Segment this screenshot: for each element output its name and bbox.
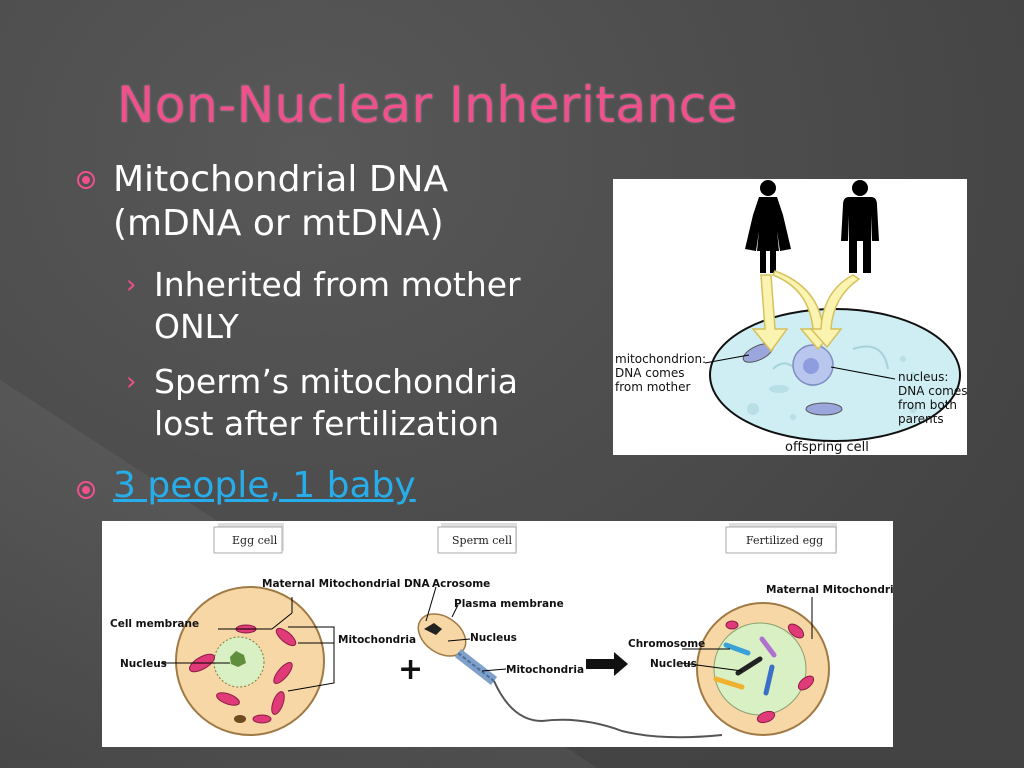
mito-label: mitochondrion: DNA comes from mother — [615, 352, 710, 394]
slide-title: Non-Nuclear Inheritance — [117, 76, 739, 134]
svg-text:Chromosome: Chromosome — [628, 638, 705, 650]
offspring-caption: offspring cell — [785, 440, 869, 455]
bullet-icon — [77, 481, 95, 499]
svg-text:Fertilized egg: Fertilized egg — [746, 534, 823, 547]
svg-text:Plasma membrane: Plasma membrane — [454, 598, 564, 610]
fertilization-figure: Egg cell Sperm cell Fertilized egg — [102, 521, 901, 747]
sub-bullet-icon: › — [126, 270, 137, 300]
fertilized-egg-tag: Fertilized egg — [725, 523, 837, 554]
svg-text:Cell membrane: Cell membrane — [110, 618, 199, 630]
sub-bullet-text: Inherited from mother ONLY — [154, 265, 521, 346]
svg-text:Nucleus: Nucleus — [470, 632, 517, 644]
sub-bullet-icon: › — [126, 367, 137, 397]
nucleus-label: nucleus: DNA comes from both parents — [898, 370, 967, 426]
sperm-cell-tag: Sperm cell — [437, 523, 517, 554]
svg-text:Sperm cell: Sperm cell — [452, 534, 512, 547]
arrow-down-icon — [751, 274, 789, 353]
svg-text:Nucleus: Nucleus — [650, 658, 697, 670]
svg-text:Maternal Mitochondria: Maternal Mitochondria — [766, 584, 893, 596]
svg-text:Nucleus: Nucleus — [120, 658, 167, 670]
svg-text:Mitochondria: Mitochondria — [338, 634, 416, 646]
svg-text:Mitochondria: Mitochondria — [506, 664, 584, 676]
svg-text:Acrosome: Acrosome — [432, 578, 490, 590]
plus-icon: + — [398, 652, 423, 687]
sub-bullet-text: Sperm’s mitochondria lost after fertiliz… — [154, 362, 519, 443]
svg-text:Egg cell: Egg cell — [232, 534, 278, 547]
svg-text:Maternal Mitochondrial DNA: Maternal Mitochondrial DNA — [262, 578, 430, 590]
arrow-right-icon — [586, 652, 628, 676]
fertilization-svg: Egg cell Sperm cell Fertilized egg — [110, 523, 901, 739]
bullet-icon — [77, 171, 95, 189]
offspring-cell-svg: mitochondrion: DNA comes from mother nuc… — [615, 180, 968, 455]
offspring-cell-figure: mitochondrion: DNA comes from mother nuc… — [613, 179, 968, 455]
three-people-link[interactable]: 3 people, 1 baby — [113, 465, 416, 506]
man-icon — [841, 180, 879, 273]
egg-cell-tag: Egg cell — [213, 523, 284, 554]
woman-icon — [745, 180, 791, 273]
bullet-text: 3 people, 1 baby — [113, 464, 416, 508]
fertilized-egg-shape — [696, 602, 830, 736]
egg-cell-shape — [175, 586, 325, 736]
sperm-shape — [417, 613, 723, 739]
bullet-text: Mitochondrial DNA (mDNA or mtDNA) — [113, 159, 449, 244]
